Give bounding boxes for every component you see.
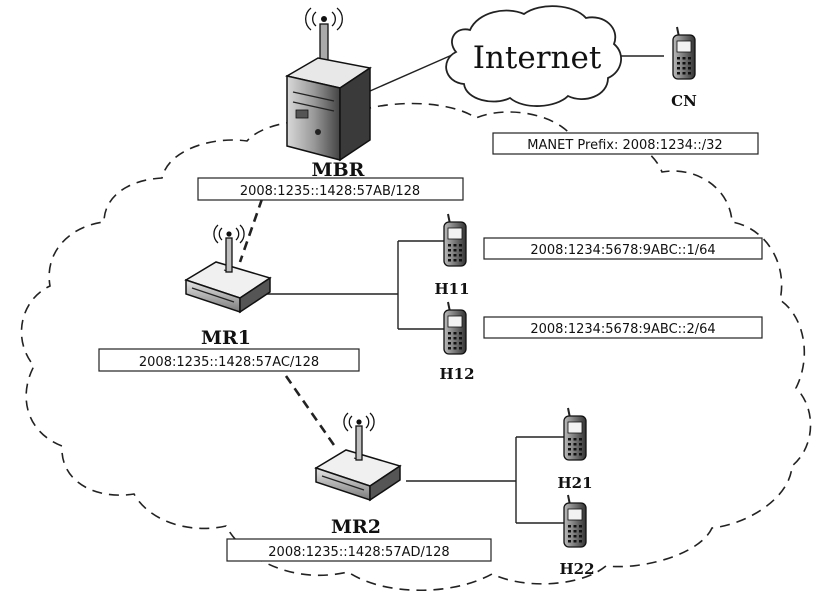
h12-address: 2008:1234:5678:9ABC::2/64: [530, 322, 715, 337]
link-mr1-mr2: [284, 375, 338, 449]
mbr-address: 2008:1235::1428:57AB/128: [240, 184, 420, 199]
h21-label: H21: [557, 474, 592, 492]
h12-address-box: [483, 316, 763, 339]
mbr-address-box: [197, 177, 464, 201]
manet-prefix-label: MANET Prefix: 2008:1234::/32: [527, 138, 722, 153]
h12-phone-icon: [443, 301, 467, 355]
internet-label: Internet: [473, 40, 602, 76]
h11-address: 2008:1234:5678:9ABC::1/64: [530, 243, 715, 258]
mbr-label: MBR: [312, 159, 365, 181]
h12-label: H12: [439, 365, 474, 383]
link-mbr-mr1: [238, 198, 264, 263]
manet-cloud: [20, 102, 812, 592]
internet-cloud-icon: [445, 5, 622, 107]
mr1-label: MR1: [201, 327, 251, 349]
h21-phone-icon: [563, 407, 587, 461]
manet-prefix-box: [492, 132, 759, 155]
h11-label: H11: [434, 280, 469, 298]
mr1-address: 2008:1235::1428:57AC/128: [139, 355, 319, 370]
mr2-label: MR2: [331, 516, 381, 538]
link-mr1-h11-h12: [266, 240, 444, 330]
mbr-server-icon: [284, 7, 372, 162]
h22-phone-icon: [563, 494, 587, 548]
cn-label: CN: [671, 92, 697, 110]
mr2-router-icon: [315, 412, 401, 501]
h22-label: H22: [559, 560, 594, 578]
cn-phone-icon: [672, 26, 696, 80]
h11-phone-icon: [443, 213, 467, 267]
mr2-address: 2008:1235::1428:57AD/128: [268, 545, 449, 560]
mr1-router-icon: [185, 224, 271, 313]
mr2-address-box: [226, 538, 492, 562]
h11-address-box: [483, 237, 763, 260]
mr1-address-box: [98, 348, 360, 372]
link-mr2-h21-h22: [406, 436, 564, 524]
